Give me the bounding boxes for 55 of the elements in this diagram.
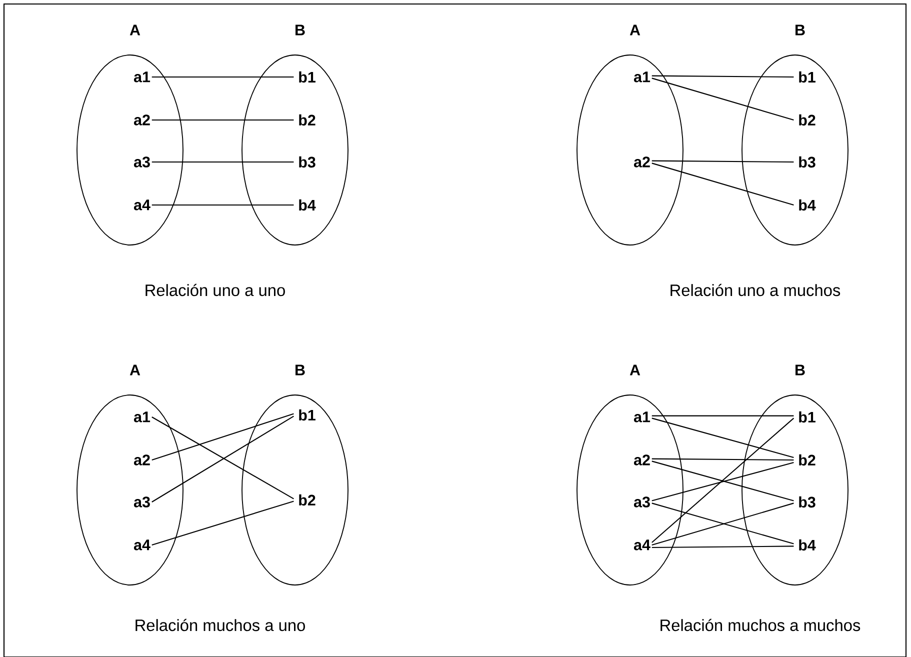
caption: Relación muchos a uno [136,618,305,632]
element-label: a1 [634,412,650,422]
element-label: b4 [799,539,816,551]
connector-line [652,418,794,543]
element-label: a3 [134,496,150,508]
connector-line [652,415,794,416]
element-label: a3 [634,496,650,508]
element-label: a2 [134,454,150,466]
element-label: b1 [799,411,816,423]
element-label: a3 [134,156,150,168]
node-label: B [796,24,805,36]
element-label: b3 [799,156,816,168]
element-label: a2 [134,114,150,126]
connector-line [152,413,294,460]
connector-line [152,500,294,546]
node-label: B [296,24,305,36]
connector-line [152,76,294,78]
connector-line [652,162,794,206]
node-label: A [630,24,640,36]
element-label: b3 [299,156,316,168]
connector-line [652,75,794,78]
connector-line [152,119,294,121]
element-label: b2 [299,114,316,126]
element-label: b3 [799,496,816,508]
element-label: b2 [799,114,816,126]
element-label: b2 [299,494,316,506]
connector-line [152,161,294,163]
connector-line [652,458,794,461]
element-label: a2 [634,454,650,466]
node-label: B [296,364,305,376]
node-label: A [130,364,140,376]
connector-line [652,78,794,120]
connector-line [152,204,294,206]
caption: Relación uno a muchos [670,284,840,296]
caption: Relación uno a uno [146,284,285,296]
connector-line [652,546,794,548]
element-label: b1 [299,71,316,83]
node-label: A [630,364,640,376]
element-label: a4 [634,540,650,550]
element-label: a1 [134,72,150,82]
node-label: B [796,364,805,376]
element-label: b2 [799,454,816,466]
connector-line [652,418,794,458]
element-label: a1 [134,412,150,422]
element-label: b1 [299,409,316,421]
element-label: a2 [634,156,650,168]
element-label: b1 [799,71,816,83]
element-label: a4 [134,200,150,210]
caption: Relación muchos a muchos [660,618,860,632]
element-label: b4 [299,199,316,211]
connector-line [652,160,794,163]
element-label: a1 [634,72,650,82]
element-label: b4 [799,199,816,211]
element-label: a4 [134,540,150,550]
node-label: A [130,24,140,36]
